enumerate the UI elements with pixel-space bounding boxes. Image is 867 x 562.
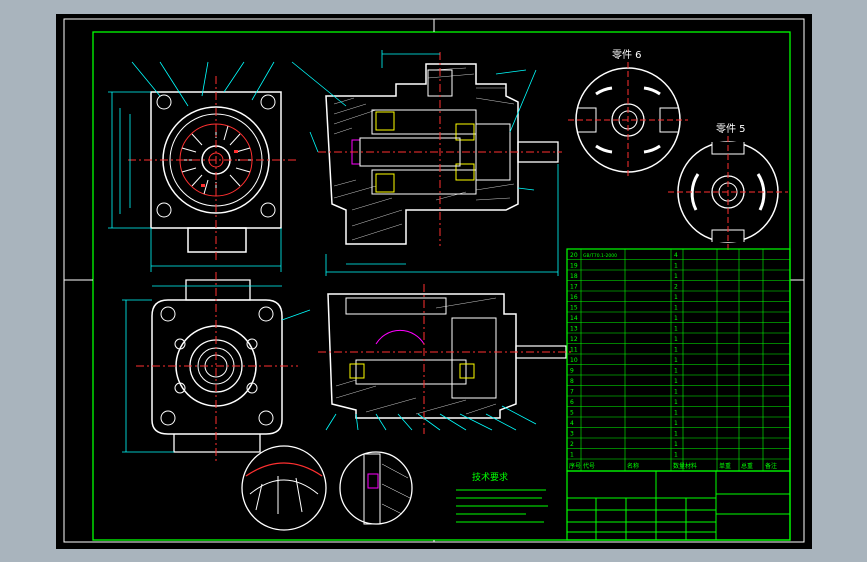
bom-row-number: 10 — [570, 357, 578, 364]
tech-req-title: 技术要求 — [472, 471, 508, 483]
bom-row-number: 9 — [570, 368, 574, 375]
section-view-bottom — [318, 284, 572, 434]
bom-row-qty: 1 — [674, 263, 678, 270]
bom-row-number: 20 — [570, 252, 578, 259]
bom-row-number: 12 — [570, 336, 578, 343]
bom-row-qty: 1 — [674, 441, 678, 448]
front-view-bottom — [122, 272, 311, 462]
bom-row-qty: 1 — [674, 378, 678, 385]
bom-header-cell: 总重 — [741, 462, 753, 470]
title-block — [566, 470, 791, 541]
bom-row-number: 19 — [570, 263, 578, 270]
technical-requirements: 技术要求 — [456, 471, 548, 523]
bom-row-qty: 1 — [674, 399, 678, 406]
bom-row-qty: 1 — [674, 336, 678, 343]
bom-row-qty: 1 — [674, 410, 678, 417]
bom-row-number: 17 — [570, 284, 578, 291]
bom-row-qty: 1 — [674, 305, 678, 312]
bom-row-number: 8 — [570, 378, 574, 385]
detail-view-2 — [339, 451, 413, 525]
bom-row-number: 13 — [570, 326, 578, 333]
bom-header-cell: 备注 — [765, 462, 777, 470]
bom-row-number: 7 — [570, 389, 574, 396]
part-5-view: 零件 5 — [668, 123, 788, 250]
bom-row-qty: 1 — [674, 357, 678, 364]
bom-header-cell: 数量 — [673, 462, 685, 470]
bom-row-number: 2 — [570, 441, 574, 448]
drawing-canvas[interactable]: 零件 6 零件 5 — [56, 14, 812, 549]
bom-row-number: 3 — [570, 431, 574, 438]
bom-row-qty: 1 — [674, 273, 678, 280]
bom-row-qty: 1 — [674, 389, 678, 396]
bom-row-number: 4 — [570, 420, 574, 427]
bom-header-cell: 名称 — [627, 462, 639, 470]
part-5-label: 零件 5 — [716, 123, 746, 135]
bom-header-cell: 代号 — [583, 462, 595, 470]
bom-row-number: 11 — [570, 347, 578, 354]
bom-row-number: 6 — [570, 399, 574, 406]
bom-row-number: 14 — [570, 315, 578, 322]
bom-row-qty: 1 — [674, 294, 678, 301]
section-view-top — [291, 50, 562, 276]
bom-row-qty: 2 — [674, 284, 678, 291]
bom-row-number: 18 — [570, 273, 578, 280]
bom-row-code: GB/T70.1-2000 — [583, 253, 617, 259]
part-6-label: 零件 6 — [612, 49, 642, 61]
engineering-drawing: 零件 6 零件 5 — [63, 18, 805, 543]
bom-row-qty: 1 — [674, 315, 678, 322]
part-6-view: 零件 6 — [568, 49, 688, 178]
front-view-top — [108, 61, 296, 272]
bom-row-number: 15 — [570, 305, 578, 312]
bom-row-qty: 1 — [674, 368, 678, 375]
bom-header-cell: 单重 — [719, 462, 731, 470]
bom-row-qty: 1 — [674, 326, 678, 333]
bom-row-qty: 1 — [674, 420, 678, 427]
bom-row-qty: 1 — [674, 347, 678, 354]
bom-row-qty: 1 — [674, 431, 678, 438]
detail-view-1 — [241, 445, 327, 531]
bom-row-qty: 1 — [674, 452, 678, 459]
bom-header-cell: 材料 — [685, 462, 697, 470]
bom-row-number: 1 — [570, 452, 574, 459]
bom-row-number: 16 — [570, 294, 578, 301]
bom-row-qty: 4 — [674, 252, 678, 259]
bom-row-number: 5 — [570, 410, 574, 417]
bom-header-cell: 序号 — [569, 462, 581, 470]
